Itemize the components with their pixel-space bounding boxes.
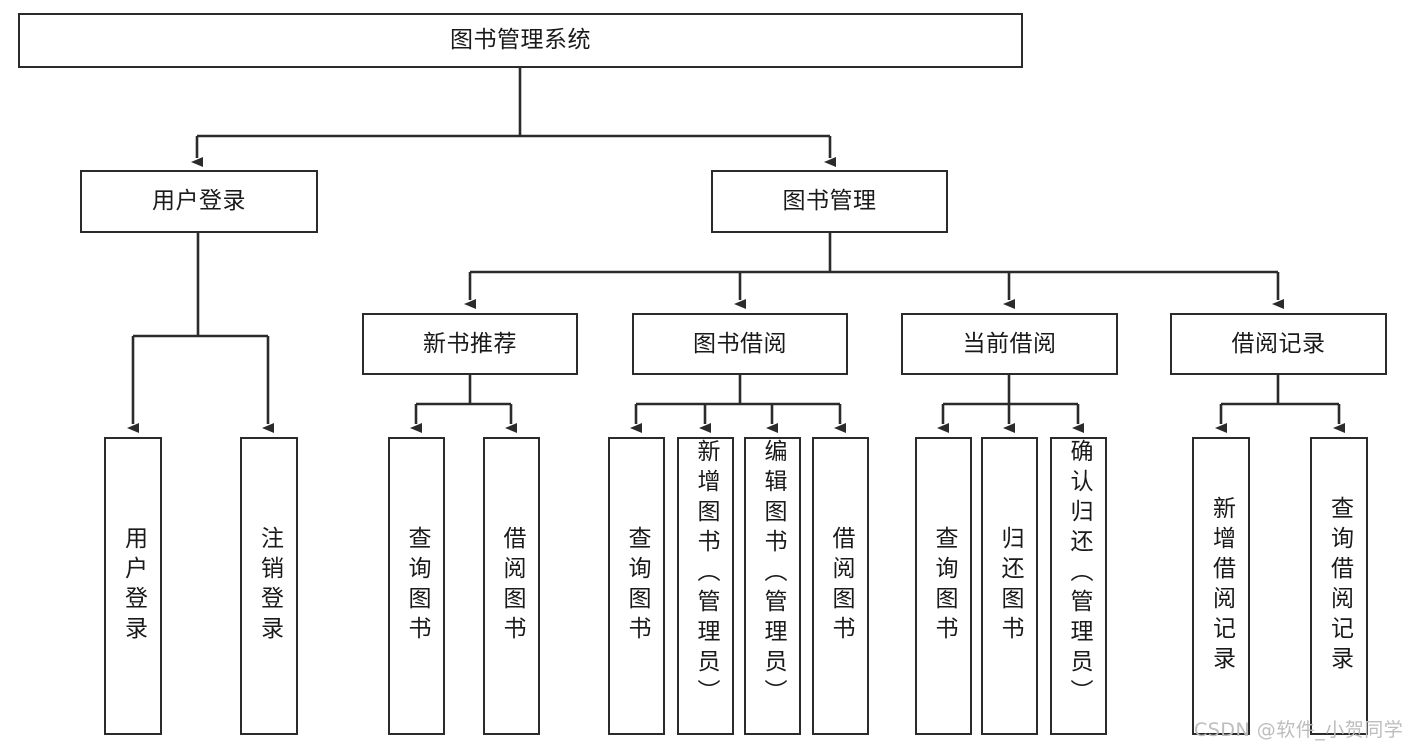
node-label: 借阅记录 [1231, 330, 1326, 357]
leaf-user-logout[interactable]: 注销登录 [240, 437, 298, 735]
node-borrow-record[interactable]: 借阅记录 [1170, 313, 1387, 375]
node-new-book-recommend[interactable]: 新书推荐 [362, 313, 578, 375]
node-label: 图书借阅 [693, 330, 787, 357]
leaf-user-login-do[interactable]: 用户登录 [104, 437, 162, 735]
node-label: 查询借阅记录 [1326, 496, 1353, 676]
node-label: 新增借阅记录 [1208, 496, 1235, 676]
leaf-current-return-book[interactable]: 归还图书 [981, 437, 1038, 735]
node-label: 图书管理系统 [450, 27, 591, 54]
node-label: 用户登录 [120, 526, 147, 646]
leaf-borrow-edit-book-admin[interactable]: 编辑图书（管理员） [744, 437, 801, 735]
leaf-record-add-record[interactable]: 新增借阅记录 [1192, 437, 1250, 735]
node-label: 注销登录 [256, 526, 283, 646]
node-label: 确认归还（管理员） [1066, 439, 1092, 709]
node-label: 新增图书（管理员） [693, 439, 719, 709]
node-user-login[interactable]: 用户登录 [80, 170, 318, 233]
node-label: 查询图书 [624, 526, 650, 646]
node-book-borrow[interactable]: 图书借阅 [632, 313, 848, 375]
node-book-management[interactable]: 图书管理 [711, 170, 948, 233]
node-label: 查询图书 [404, 526, 430, 646]
node-label: 借阅图书 [499, 526, 525, 646]
leaf-recommend-query-book[interactable]: 查询图书 [388, 437, 445, 735]
node-current-borrow[interactable]: 当前借阅 [901, 313, 1118, 375]
node-label: 归还图书 [997, 526, 1023, 646]
leaf-current-query-book[interactable]: 查询图书 [915, 437, 972, 735]
node-label: 借阅图书 [828, 526, 854, 646]
leaf-borrow-query-book[interactable]: 查询图书 [608, 437, 665, 735]
node-label: 图书管理 [782, 188, 877, 215]
node-label: 新书推荐 [423, 330, 517, 357]
node-label: 用户登录 [152, 188, 246, 215]
leaf-current-confirm-return-admin[interactable]: 确认归还（管理员） [1050, 437, 1107, 735]
leaf-recommend-borrow-book[interactable]: 借阅图书 [483, 437, 540, 735]
node-label: 编辑图书（管理员） [760, 439, 786, 709]
leaf-borrow-add-book-admin[interactable]: 新增图书（管理员） [677, 437, 734, 735]
node-label: 查询图书 [931, 526, 957, 646]
leaf-record-query-record[interactable]: 查询借阅记录 [1310, 437, 1368, 735]
leaf-borrow-borrow-book[interactable]: 借阅图书 [812, 437, 869, 735]
node-root-system[interactable]: 图书管理系统 [18, 13, 1023, 68]
node-label: 当前借阅 [962, 330, 1057, 357]
watermark-text: CSDN @软件_小贺同学 [1194, 719, 1404, 741]
